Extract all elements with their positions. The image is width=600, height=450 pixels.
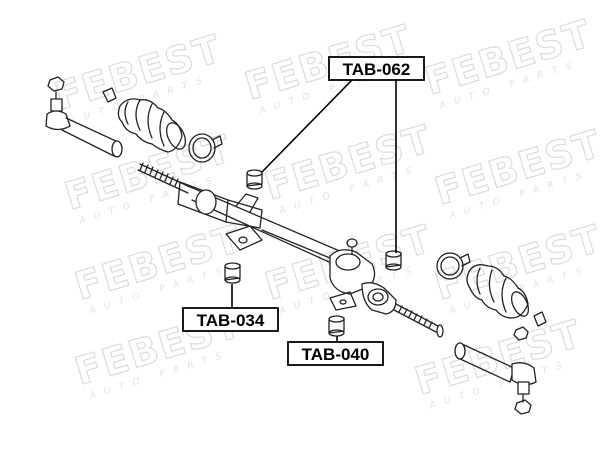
right-tie-rod-end — [454, 342, 537, 415]
right-inner-tie-rod — [393, 303, 444, 338]
label-tab-034-text: TAB-034 — [197, 311, 265, 330]
label-tab-034: TAB-034 — [182, 307, 279, 332]
left-boot-clamp — [188, 133, 223, 163]
label-tab-040: TAB-040 — [287, 341, 384, 366]
leader-lines — [231, 79, 397, 342]
label-tab-062-text: TAB-062 — [343, 60, 411, 79]
left-boot — [102, 87, 187, 153]
bushing-tab-062-left — [246, 169, 263, 190]
label-tab-040-text: TAB-040 — [302, 345, 370, 364]
right-boot-clamp — [436, 252, 471, 280]
right-boot — [466, 264, 547, 341]
bushing-tab-062-right — [385, 250, 402, 271]
rack-housing — [177, 181, 343, 267]
gear-housing — [329, 238, 397, 315]
bushing-tab-040 — [328, 315, 345, 337]
bushing-tab-034 — [224, 262, 241, 284]
left-tie-rod-end — [45, 76, 123, 158]
label-tab-062: TAB-062 — [328, 56, 425, 81]
leader-tab-062-left — [261, 79, 353, 173]
